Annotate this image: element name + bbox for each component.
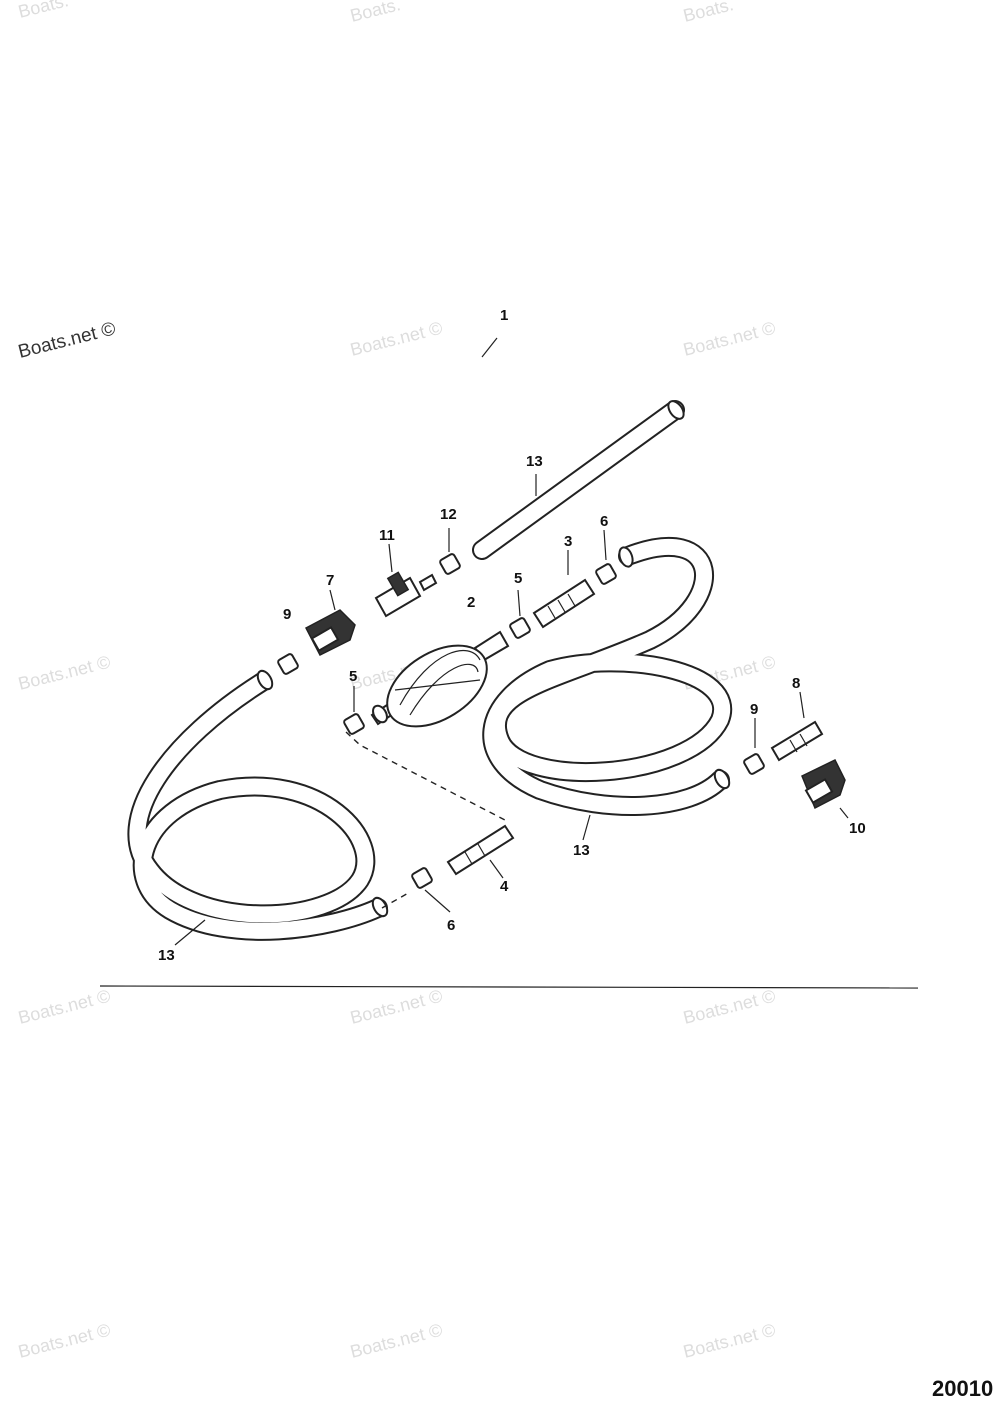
callout-5-upper: 5 <box>514 570 522 587</box>
callout-12: 12 <box>440 506 457 523</box>
callout-11: 11 <box>379 527 395 544</box>
watermark-text: Boats. <box>681 0 735 26</box>
watermark-text: Boats.net © <box>681 986 777 1028</box>
check-valve <box>532 578 596 629</box>
callout-13-top: 13 <box>526 453 543 470</box>
watermark-text: Boats.net © <box>681 318 777 360</box>
leader-lines <box>174 337 849 946</box>
watermark-text: Boats.net © <box>16 1320 112 1362</box>
quick-connector-tank <box>304 609 356 657</box>
right-coiled-hose <box>482 536 733 816</box>
callout-5-lower: 5 <box>349 668 357 685</box>
callout-13-left: 13 <box>158 947 175 964</box>
callout-2: 2 <box>467 594 475 611</box>
watermark-text: Boats.net © <box>348 1320 444 1362</box>
callout-6-upper: 6 <box>600 513 608 530</box>
watermark-text: Boats.net © <box>348 318 444 360</box>
callout-9-left: 9 <box>283 606 291 623</box>
drawing-number: 20010 <box>932 1376 993 1401</box>
callout-6-lower: 6 <box>447 917 455 934</box>
watermark-text: Boats.net © <box>348 986 444 1028</box>
quick-connector-engine <box>801 759 846 810</box>
callout-3: 3 <box>564 533 572 550</box>
callout-9-right: 9 <box>750 701 758 718</box>
straight-hose <box>472 400 685 560</box>
watermark-text: Boats.net © <box>16 986 112 1028</box>
callout-8: 8 <box>792 675 800 692</box>
engine-fitting <box>770 720 824 762</box>
callouts: 1 2 3 4 5 5 6 6 7 8 9 9 10 11 12 13 13 1… <box>158 307 866 964</box>
left-coiled-hose <box>127 669 389 941</box>
primer-bulb <box>370 630 510 728</box>
divider-line <box>99 985 919 989</box>
callout-13-right: 13 <box>573 842 590 859</box>
watermark-text: Boats. <box>348 0 402 26</box>
watermark-text: Boats. <box>16 0 70 22</box>
callout-1: 1 <box>500 307 508 324</box>
watermark-text: Boats.net © <box>681 1320 777 1362</box>
tank-connector <box>446 824 515 876</box>
callout-7: 7 <box>326 572 334 589</box>
clamps <box>277 553 765 889</box>
watermark-text: Boats.net © <box>16 652 112 694</box>
callout-4: 4 <box>500 878 509 895</box>
watermark-text: Boats.net © <box>16 318 118 362</box>
engine-connector <box>374 571 438 618</box>
callout-10: 10 <box>849 820 866 837</box>
assembly-line <box>345 731 506 821</box>
assembly-line <box>381 891 411 909</box>
